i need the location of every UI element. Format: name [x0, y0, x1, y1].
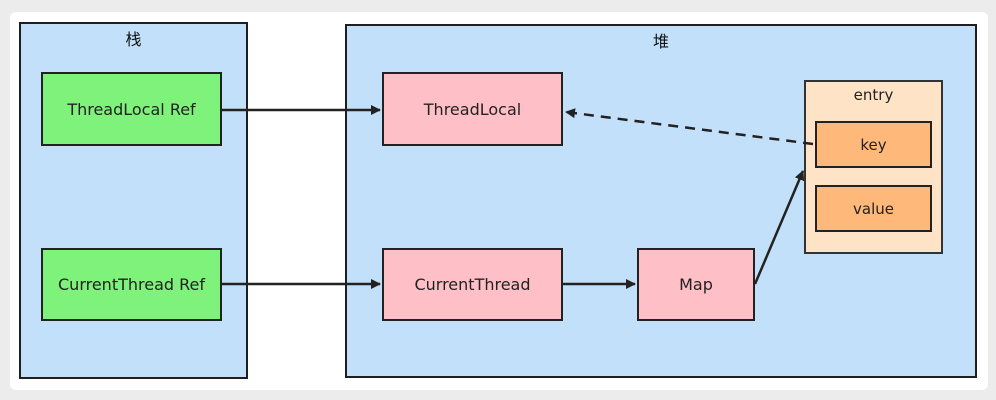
map-box: Map	[637, 248, 755, 321]
threadlocal-box: ThreadLocal	[382, 72, 563, 146]
stack-label: 栈	[125, 30, 142, 49]
currentthread-box: CurrentThread	[382, 248, 563, 321]
entry-label: entry	[853, 86, 894, 104]
entry-value-box: value	[815, 185, 932, 232]
entry-key-box: key	[815, 121, 932, 168]
threadlocal-ref-box: ThreadLocal Ref	[41, 72, 222, 146]
currentthread-ref-box: CurrentThread Ref	[41, 248, 222, 321]
heap-label: 堆	[652, 32, 669, 51]
